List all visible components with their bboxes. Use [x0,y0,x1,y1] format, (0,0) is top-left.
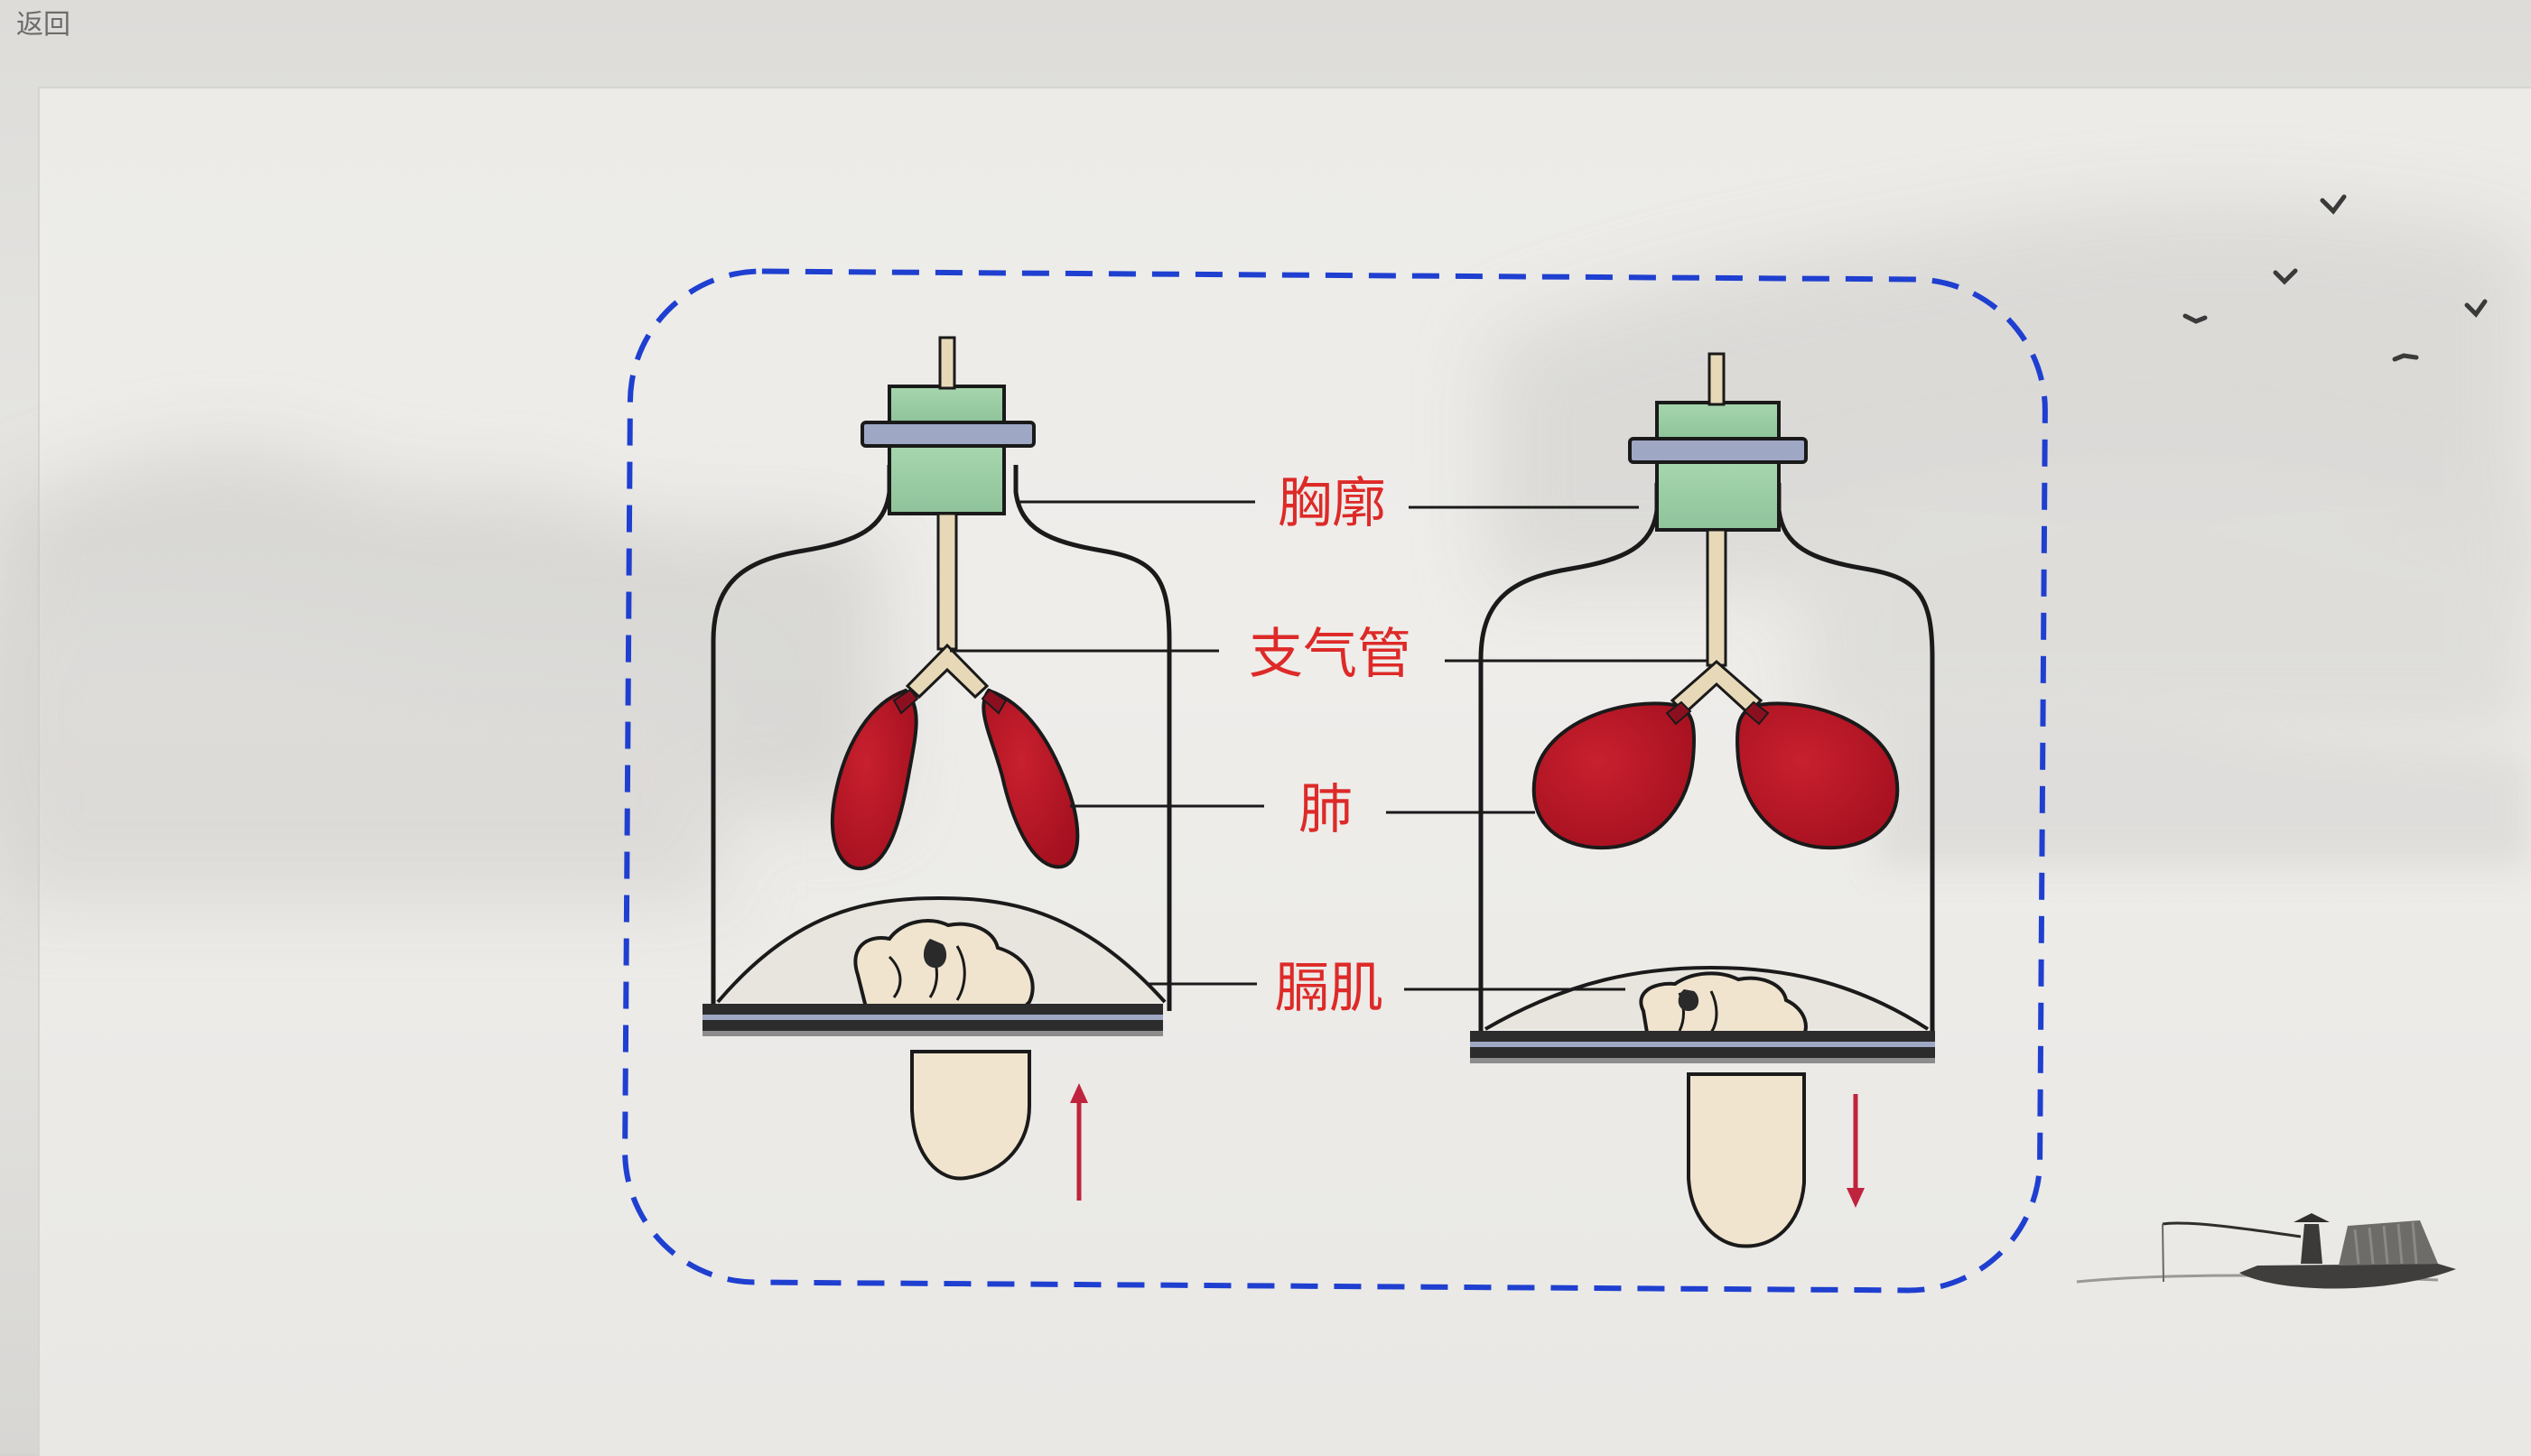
back-button[interactable]: 返回 [16,9,70,41]
bell-jar-left [703,336,1172,1201]
hand-right-icon [1639,971,1808,1248]
label-bronchi: 支气管 [1249,623,1411,686]
arrow-up-icon [1070,1083,1088,1201]
label-thorax: 胸廓 [1278,472,1386,535]
birds-icon [2182,194,2488,362]
bell-jar-right [1470,352,1935,1248]
label-diaphragm: 膈肌 [1275,957,1383,1020]
leader-lines [950,500,1707,991]
arrow-down-icon [1847,1094,1865,1208]
lungs-deflated [830,688,1080,871]
background-mountains [0,202,2531,903]
hand-left-icon [853,919,1035,1181]
label-lung: 肺 [1298,778,1353,841]
lungs-inflated [1531,700,1900,850]
fishing-boat-icon [2076,1213,2456,1289]
dashed-frame [622,268,2048,1294]
